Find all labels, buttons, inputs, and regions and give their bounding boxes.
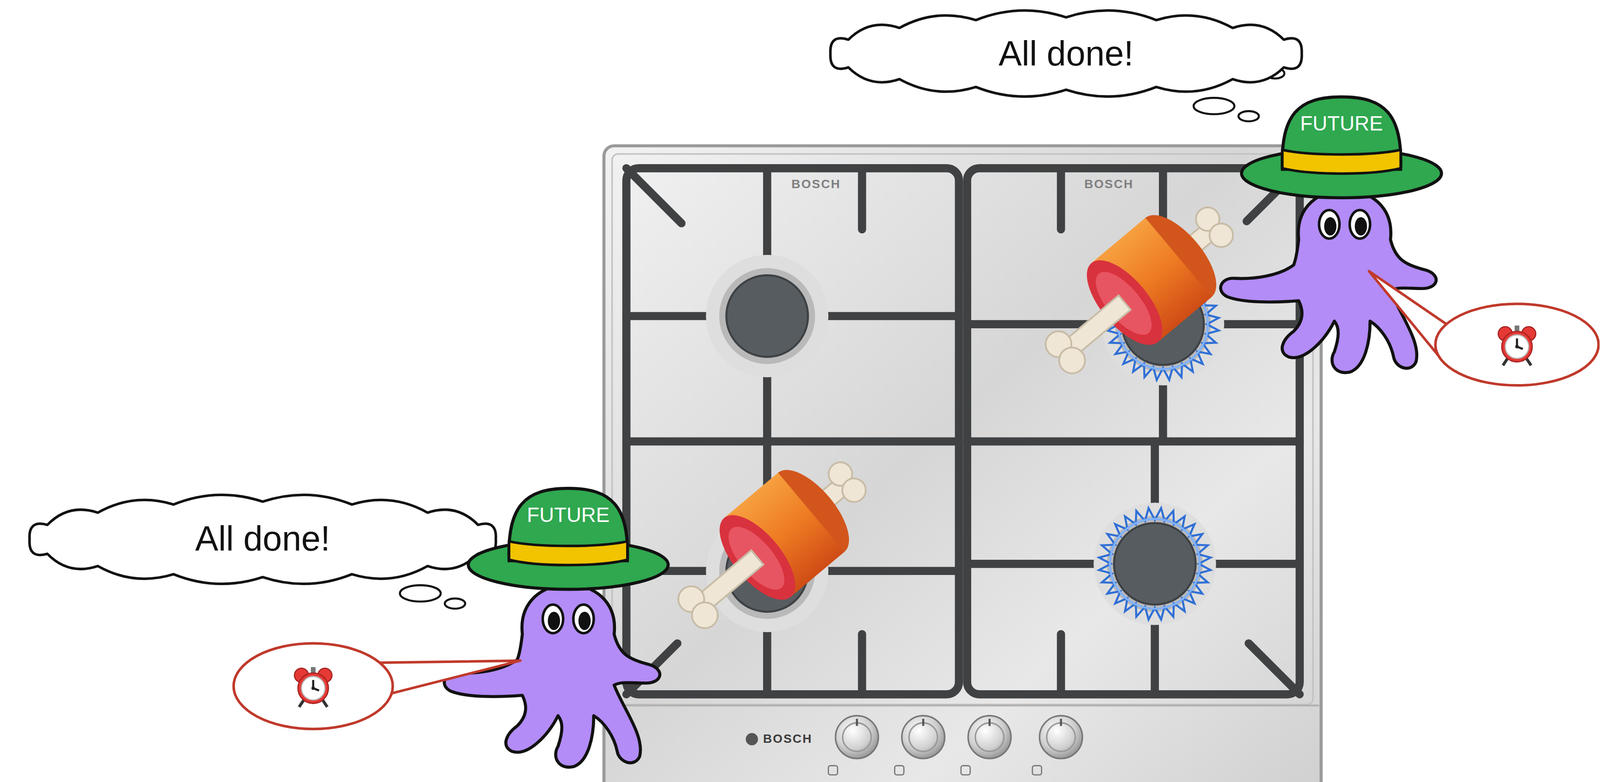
control-knobs <box>1059 719 1062 727</box>
text-holder: FUTURE <box>512 491 625 539</box>
speech-bubble <box>1368 271 1599 386</box>
burner <box>1093 502 1216 626</box>
text-holder: All done! <box>15 489 510 590</box>
gas-flame <box>1110 519 1200 610</box>
cloud-outline <box>830 10 1302 97</box>
control-knobs <box>835 716 879 759</box>
grate <box>967 437 1300 447</box>
hat-shape: FUTURE <box>466 485 671 592</box>
hat-outline <box>508 541 628 566</box>
control-knobs <box>1039 716 1083 759</box>
grate <box>858 168 867 230</box>
burner <box>1114 523 1196 605</box>
text-holder: All done! <box>816 5 1316 102</box>
control-knobs <box>922 719 925 727</box>
control-knobs <box>855 719 858 727</box>
thought-trail <box>1238 111 1259 122</box>
grate <box>626 168 682 224</box>
control-knobs <box>975 723 1004 753</box>
grate <box>967 168 1300 695</box>
thought-trail <box>1193 97 1235 114</box>
control-knobs <box>961 766 971 776</box>
control-knobs <box>1046 723 1076 753</box>
burner <box>1106 516 1203 613</box>
hat-outline <box>1239 93 1444 200</box>
grate <box>1248 643 1301 695</box>
burner <box>726 275 808 358</box>
hob-inner-edge <box>612 154 1314 705</box>
control-knobs <box>988 719 991 727</box>
thought-trail <box>444 598 466 609</box>
hat-text: FUTURE <box>526 503 610 527</box>
control-knobs <box>967 716 1011 759</box>
panel-line <box>605 704 1320 707</box>
burner <box>705 255 829 378</box>
hat-outline <box>1282 149 1401 174</box>
octopus-character <box>1220 190 1437 373</box>
control-knobs <box>745 716 1083 776</box>
hat-shape: FUTURE <box>1239 93 1444 200</box>
burner <box>719 268 816 365</box>
control-knobs <box>842 723 872 753</box>
speech-bubble <box>233 643 393 730</box>
grate <box>1056 634 1066 695</box>
control-knobs <box>908 723 938 753</box>
speech-bubble <box>379 661 521 694</box>
thought-cloud: All done! <box>15 489 510 590</box>
brand-name: BOSCH <box>763 733 813 747</box>
grate <box>626 168 960 695</box>
grate <box>858 634 867 695</box>
speech-bubble <box>1435 304 1599 386</box>
thought-cloud: All done! <box>816 5 1316 102</box>
speech-bubble <box>1498 325 1536 366</box>
grate <box>626 168 1300 695</box>
thought-text: All done! <box>998 33 1134 74</box>
control-knobs <box>828 766 838 776</box>
embossed-brand: BOSCH <box>1084 178 1134 192</box>
text-holder: FUTURE <box>1285 100 1398 148</box>
speech-bubble <box>233 643 520 730</box>
thought-trail <box>400 68 1285 609</box>
burner <box>705 255 829 378</box>
hob-surface <box>603 145 1321 782</box>
speech-bubble <box>294 667 332 708</box>
meat-drumstick <box>655 435 890 656</box>
hat-outline <box>468 488 669 590</box>
grate <box>626 437 960 447</box>
hat-outline <box>1241 96 1442 198</box>
thought-text: All done! <box>195 519 331 560</box>
gas-flame <box>1098 508 1211 621</box>
hat-outline <box>1241 149 1442 198</box>
control-knobs <box>1032 766 1042 776</box>
burner <box>1093 502 1216 626</box>
control-knobs <box>894 766 904 776</box>
control-knobs <box>901 716 945 759</box>
hat-outline <box>466 485 671 592</box>
hat-text: FUTURE <box>1300 111 1383 136</box>
thought-trail <box>400 585 441 602</box>
grate <box>1056 168 1066 230</box>
cloud-outline <box>29 495 496 585</box>
hat-outline <box>468 540 669 590</box>
control-knobs <box>745 733 759 747</box>
embossed-brand: BOSCH <box>791 178 842 192</box>
octopus-character <box>444 585 660 768</box>
